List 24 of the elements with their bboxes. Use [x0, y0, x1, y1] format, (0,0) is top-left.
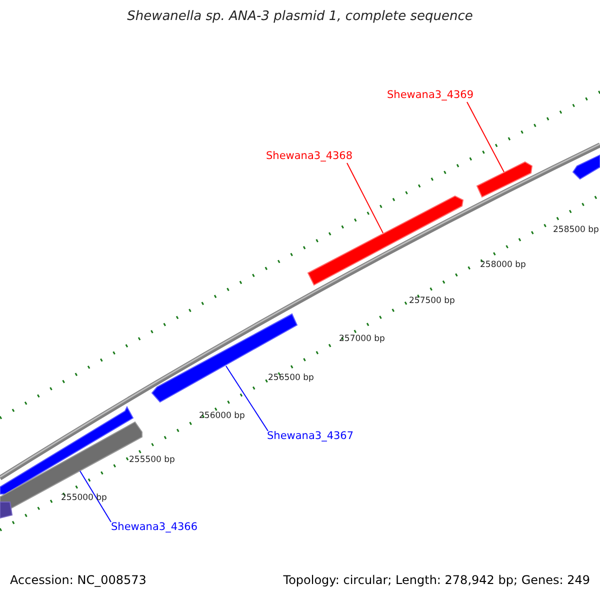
gene-bar: [476, 161, 533, 198]
gene-bar: [0, 502, 13, 519]
gene-label: Shewana3_4366: [111, 521, 198, 534]
leader-line: [346, 162, 384, 234]
leader-line: [466, 102, 504, 172]
scale-label: 256000 bp: [199, 412, 245, 422]
title: Shewanella sp. ANA-3 plasmid 1, complete sequence: [126, 10, 474, 25]
scale-label: 257500 bp: [409, 297, 455, 307]
leader-line: [80, 470, 112, 522]
scale-label: 258500 bp: [553, 226, 599, 236]
leader-line: [226, 366, 268, 432]
gene-label: Shewana3_4367: [267, 430, 354, 442]
scale-label: 256500 bp: [268, 374, 314, 384]
scale-label: 257000 bp: [339, 335, 385, 345]
gene-label: Shewana3_4368: [266, 150, 353, 162]
footer-text: Topology: circular; Length: 278,942 bp; Genes: 249: [283, 574, 590, 588]
gene-label: Shewana3_4369: [387, 89, 474, 102]
gene-bar: [572, 154, 600, 180]
scale-label: 258000 bp: [480, 261, 526, 271]
gene-bar: [307, 195, 464, 286]
scale-label: 255000 bp: [61, 494, 107, 504]
scale-label: 255500 bp: [129, 456, 175, 466]
gene-bar: [151, 313, 298, 403]
footer-text: Accession: NC_008573: [10, 574, 146, 588]
